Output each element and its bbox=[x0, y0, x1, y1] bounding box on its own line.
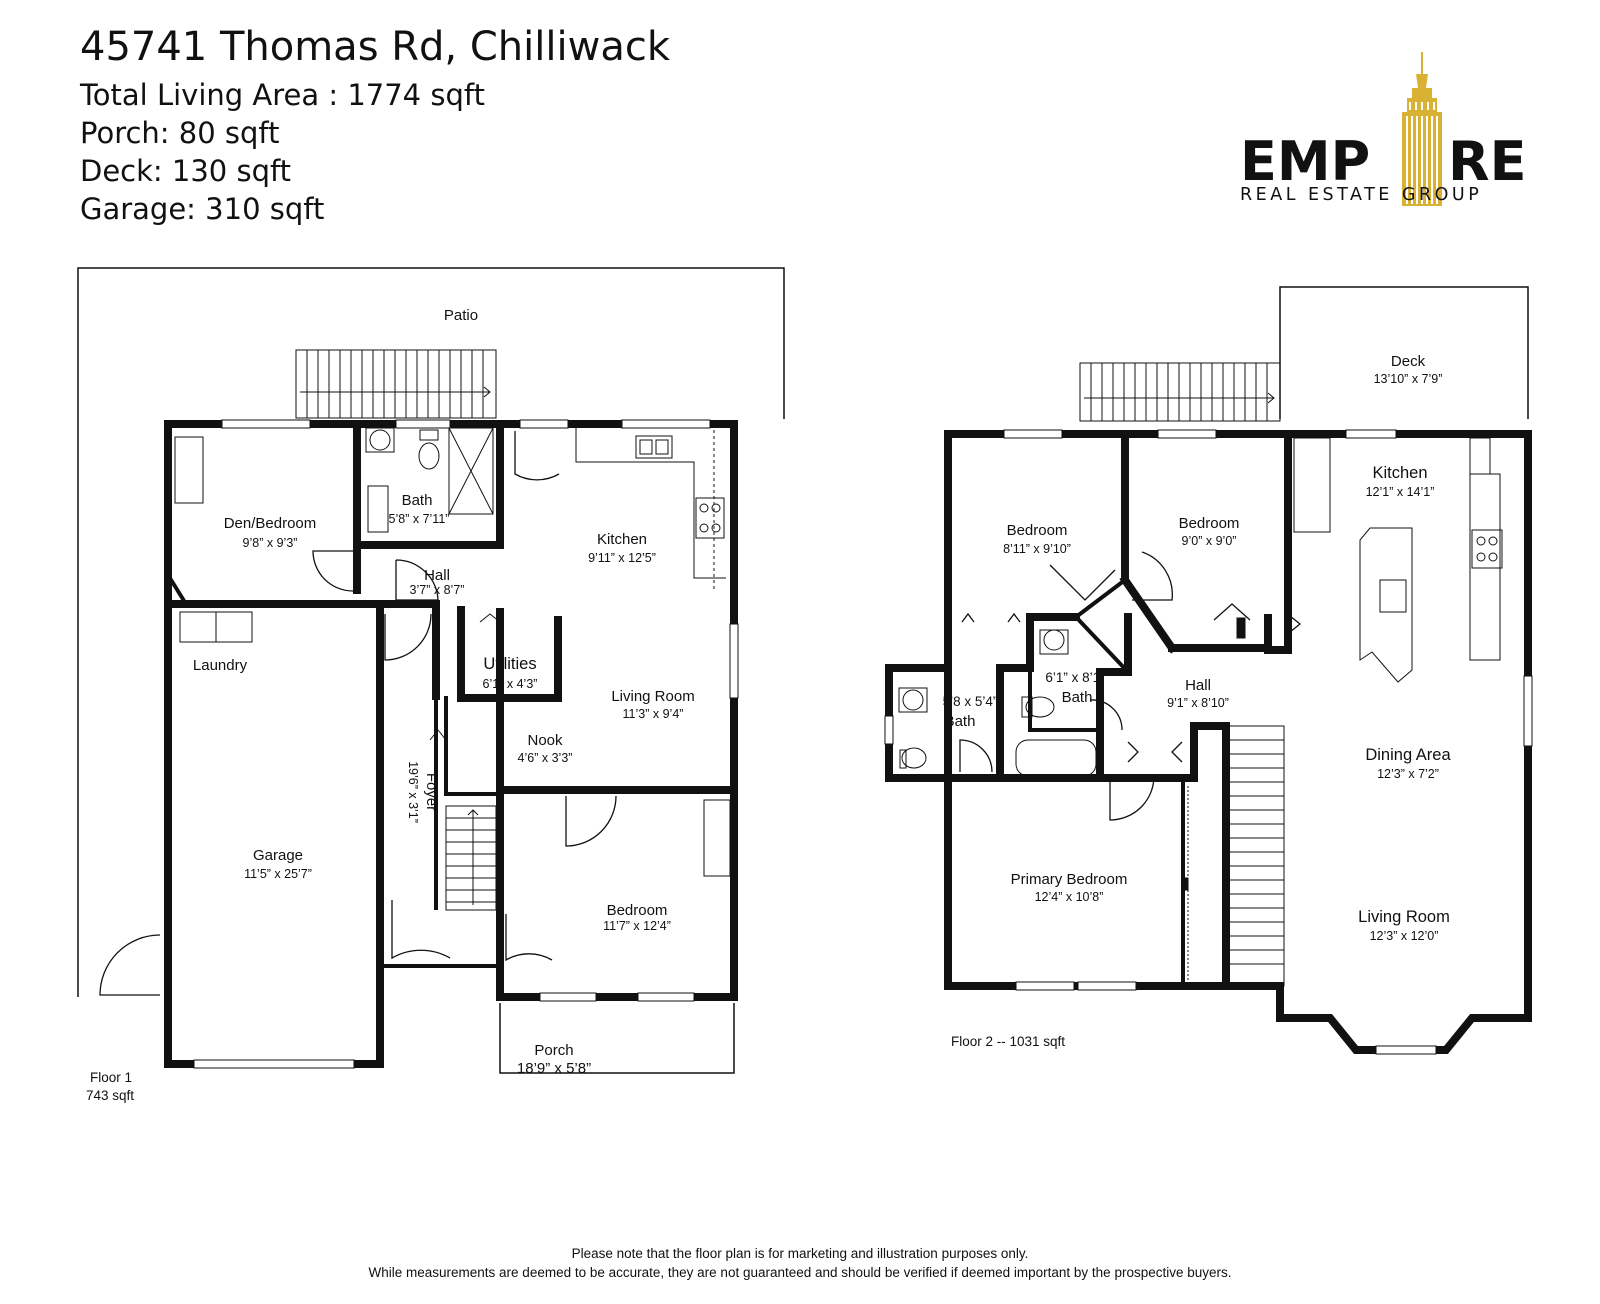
floor-1-plan: Patio Den/Bedroom 9’8” x 9’3” Bath 5’8” … bbox=[77, 267, 785, 1103]
empire-logo: EMP RE REAL ESTATE GROUP bbox=[1240, 52, 1526, 206]
floor-2-label: Floor 2 -- 1031 sqft bbox=[951, 1034, 1065, 1049]
deck-label: Deck bbox=[1391, 353, 1426, 370]
bath-1-label: Bath bbox=[402, 492, 433, 509]
bedroom-2a-dim: 8’11” x 9’10” bbox=[1003, 542, 1071, 556]
living-room-1-label: Living Room bbox=[611, 688, 694, 705]
hall-stairs bbox=[1227, 725, 1285, 987]
garage-area: Garage: 310 sqft bbox=[80, 192, 325, 226]
garage-dim: 11’5” x 25’7” bbox=[244, 867, 312, 881]
kitchen-2-label: Kitchen bbox=[1372, 464, 1427, 482]
bedroom-2a-label: Bedroom bbox=[1007, 522, 1068, 539]
hall-2-dim: 9’1” x 8’10” bbox=[1167, 696, 1229, 710]
disclaimer-line-1: Please note that the floor plan is for m… bbox=[571, 1246, 1029, 1261]
nook-dim: 4’6” x 3’3” bbox=[518, 751, 573, 765]
living-room-1-dim: 11’3” x 9’4” bbox=[623, 707, 684, 721]
living-room-2-label: Living Room bbox=[1358, 908, 1450, 926]
total-living-area: Total Living Area : 1774 sqft bbox=[80, 78, 485, 112]
living-room-2-dim: 12’3” x 12’0” bbox=[1370, 929, 1439, 943]
logo-tagline: REAL ESTATE GROUP bbox=[1240, 185, 1482, 205]
utilities-dim: 6’1” x 4’3” bbox=[483, 677, 538, 691]
deck-stairs bbox=[1079, 362, 1281, 422]
logo-wordmark-emp: EMP bbox=[1240, 130, 1370, 193]
bedroom-2b-dim: 9’0” x 9’0” bbox=[1182, 534, 1237, 548]
bath-2a-label: Bath bbox=[945, 713, 976, 730]
floor-1-area: 743 sqft bbox=[86, 1088, 134, 1103]
garage-label: Garage bbox=[253, 847, 303, 864]
primary-bedroom-dim: 12’4” x 10’8” bbox=[1035, 890, 1104, 904]
porch-area: Porch: 80 sqft bbox=[80, 116, 280, 150]
logo-wordmark-re: RE bbox=[1448, 130, 1526, 193]
utilities-label: Utilities bbox=[483, 655, 536, 673]
patio-label: Patio bbox=[444, 307, 478, 324]
bath-2a-dim: 5’8 x 5’4” bbox=[943, 694, 998, 709]
bedroom-1-label: Bedroom bbox=[607, 902, 668, 919]
laundry-label: Laundry bbox=[193, 657, 248, 674]
hall-2-label: Hall bbox=[1185, 677, 1211, 694]
deck-dim: 13’10” x 7’9” bbox=[1374, 372, 1443, 386]
den-bedroom-label: Den/Bedroom bbox=[224, 515, 317, 532]
floor-1-label: Floor 1 bbox=[90, 1070, 132, 1085]
foyer-label: Foyer bbox=[423, 773, 440, 811]
foyer-dim: 19’6” x 3’1” bbox=[406, 761, 420, 823]
porch-label: Porch bbox=[534, 1042, 573, 1059]
kitchen-1-label: Kitchen bbox=[597, 531, 647, 548]
den-bedroom-dim: 9’8” x 9’3” bbox=[243, 536, 298, 550]
bath-1-dim: 5’8” x 7’11” bbox=[389, 512, 450, 526]
kitchen-1-dim: 9’11” x 12’5” bbox=[588, 551, 656, 565]
bedroom-1-dim: 11’7” x 12’4” bbox=[603, 919, 671, 933]
disclaimer-line-2: While measurements are deemed to be accu… bbox=[368, 1265, 1232, 1280]
nook-label: Nook bbox=[527, 732, 563, 749]
hall-1-label: Hall bbox=[424, 567, 450, 584]
primary-bedroom-label: Primary Bedroom bbox=[1011, 871, 1128, 888]
kitchen-2-dim: 12’1” x 14’1” bbox=[1366, 485, 1435, 499]
floor-2-plan: Deck 13’10” x 7’9” Bedroom 8’11” x 9’10”… bbox=[884, 286, 1533, 1055]
patio-stairs bbox=[295, 349, 497, 419]
deck-area: Deck: 130 sqft bbox=[80, 154, 292, 188]
hall-1-dim: 3’7” x 8’7” bbox=[410, 583, 465, 597]
foyer-stairs bbox=[445, 805, 497, 911]
bedroom-2b-label: Bedroom bbox=[1179, 515, 1240, 532]
dining-area-label: Dining Area bbox=[1365, 746, 1451, 764]
porch-dim: 18’9” x 5’8” bbox=[517, 1060, 591, 1077]
property-address: 45741 Thomas Rd, Chilliwack bbox=[80, 24, 670, 70]
dining-area-dim: 12’3” x 7’2” bbox=[1377, 767, 1439, 781]
bath-2b-label: Bath bbox=[1062, 689, 1093, 706]
bath-2b-dim: 6’1” x 8’1” bbox=[1045, 670, 1104, 685]
